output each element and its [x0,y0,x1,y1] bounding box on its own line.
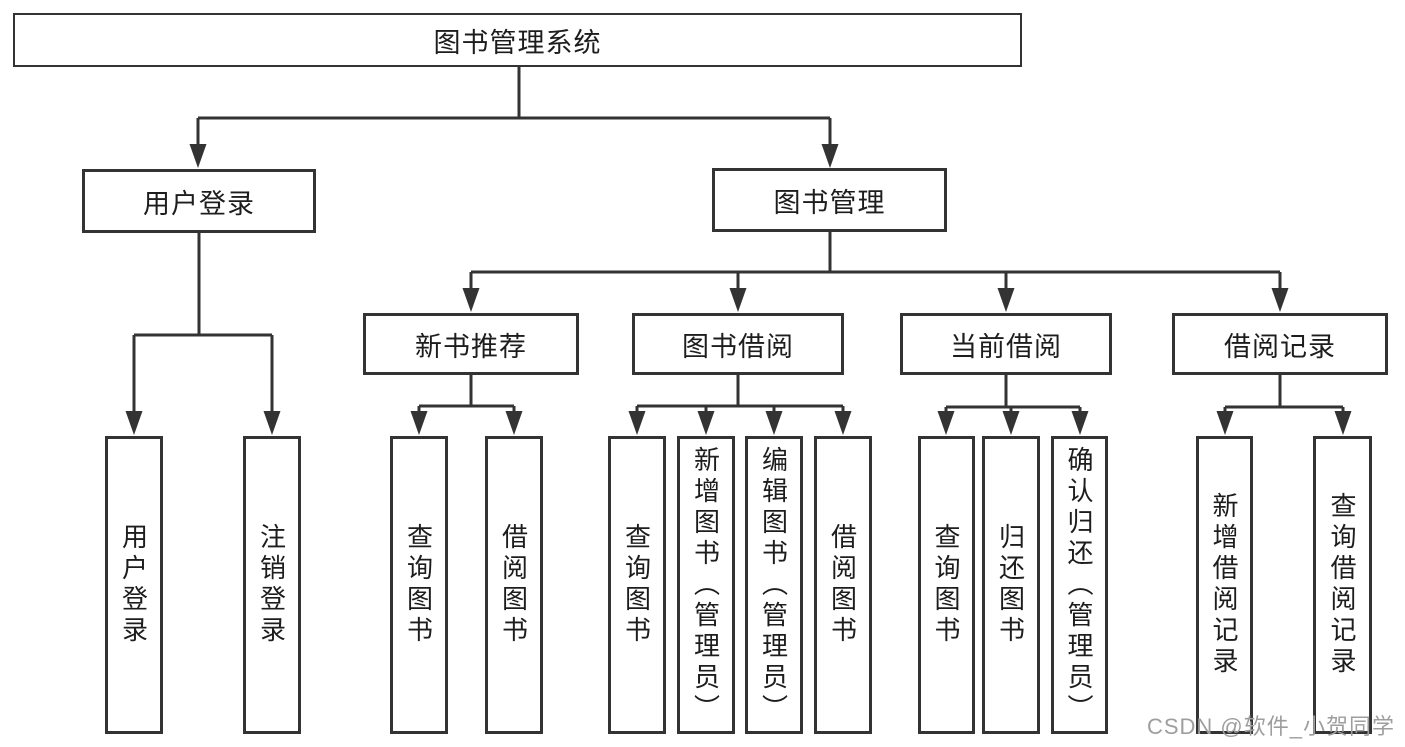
node-label: 查询图书 [931,523,961,647]
node-label: 新增图书（管理员） [690,445,721,725]
node-library-management-system: 图书管理系统 [13,13,1022,67]
node-leaf-confirm-return-admin: 确认归还（管理员） [1051,436,1108,734]
node-leaf-logout: 注销登录 [243,436,301,734]
arrowheads [125,144,1352,435]
node-new-book-recommend: 新书推荐 [363,313,579,375]
node-book-management: 图书管理 [712,168,947,232]
node-label: 图书管理系统 [433,27,602,58]
node-leaf-borrow-books-2: 借阅图书 [814,436,872,734]
node-label: 查询图书 [403,523,434,647]
node-leaf-borrow-books-1: 借阅图书 [485,436,543,734]
node-label: 借阅记录 [1224,331,1336,362]
node-label: 图书管理 [773,187,886,218]
node-leaf-add-borrow-record: 新增借阅记录 [1196,436,1253,734]
node-leaf-edit-book-admin: 编辑图书（管理员） [745,436,803,734]
node-borrow-record: 借阅记录 [1172,313,1388,375]
node-label: 归还图书 [995,523,1026,647]
node-label: 新增借阅记录 [1209,492,1239,678]
node-user-login-group: 用户登录 [82,169,316,233]
node-label: 注销登录 [256,523,287,647]
node-leaf-user-login: 用户登录 [105,436,163,734]
node-label: 编辑图书（管理员） [758,445,789,725]
node-label: 新书推荐 [415,331,527,362]
node-label: 图书借阅 [682,331,794,362]
node-label: 用户登录 [118,523,149,647]
node-leaf-query-books-3: 查询图书 [918,436,975,734]
node-leaf-return-book: 归还图书 [982,436,1040,734]
node-label: 查询借阅记录 [1327,492,1357,678]
csdn-watermark: CSDN @软件_小贺同学 [1146,714,1395,739]
node-label: 借阅图书 [827,523,858,647]
node-label: 借阅图书 [498,523,529,647]
node-label: 用户登录 [143,188,255,219]
node-leaf-query-borrow-record: 查询借阅记录 [1313,436,1372,734]
node-leaf-query-books-2: 查询图书 [608,436,666,734]
node-label: 查询图书 [621,523,652,647]
node-book-borrow: 图书借阅 [632,313,844,375]
node-label: 当前借阅 [950,331,1062,362]
node-leaf-query-books-1: 查询图书 [390,436,448,734]
node-label: 确认归还（管理员） [1064,445,1094,725]
node-leaf-add-book-admin: 新增图书（管理员） [677,436,735,734]
node-current-borrow: 当前借阅 [900,313,1112,375]
